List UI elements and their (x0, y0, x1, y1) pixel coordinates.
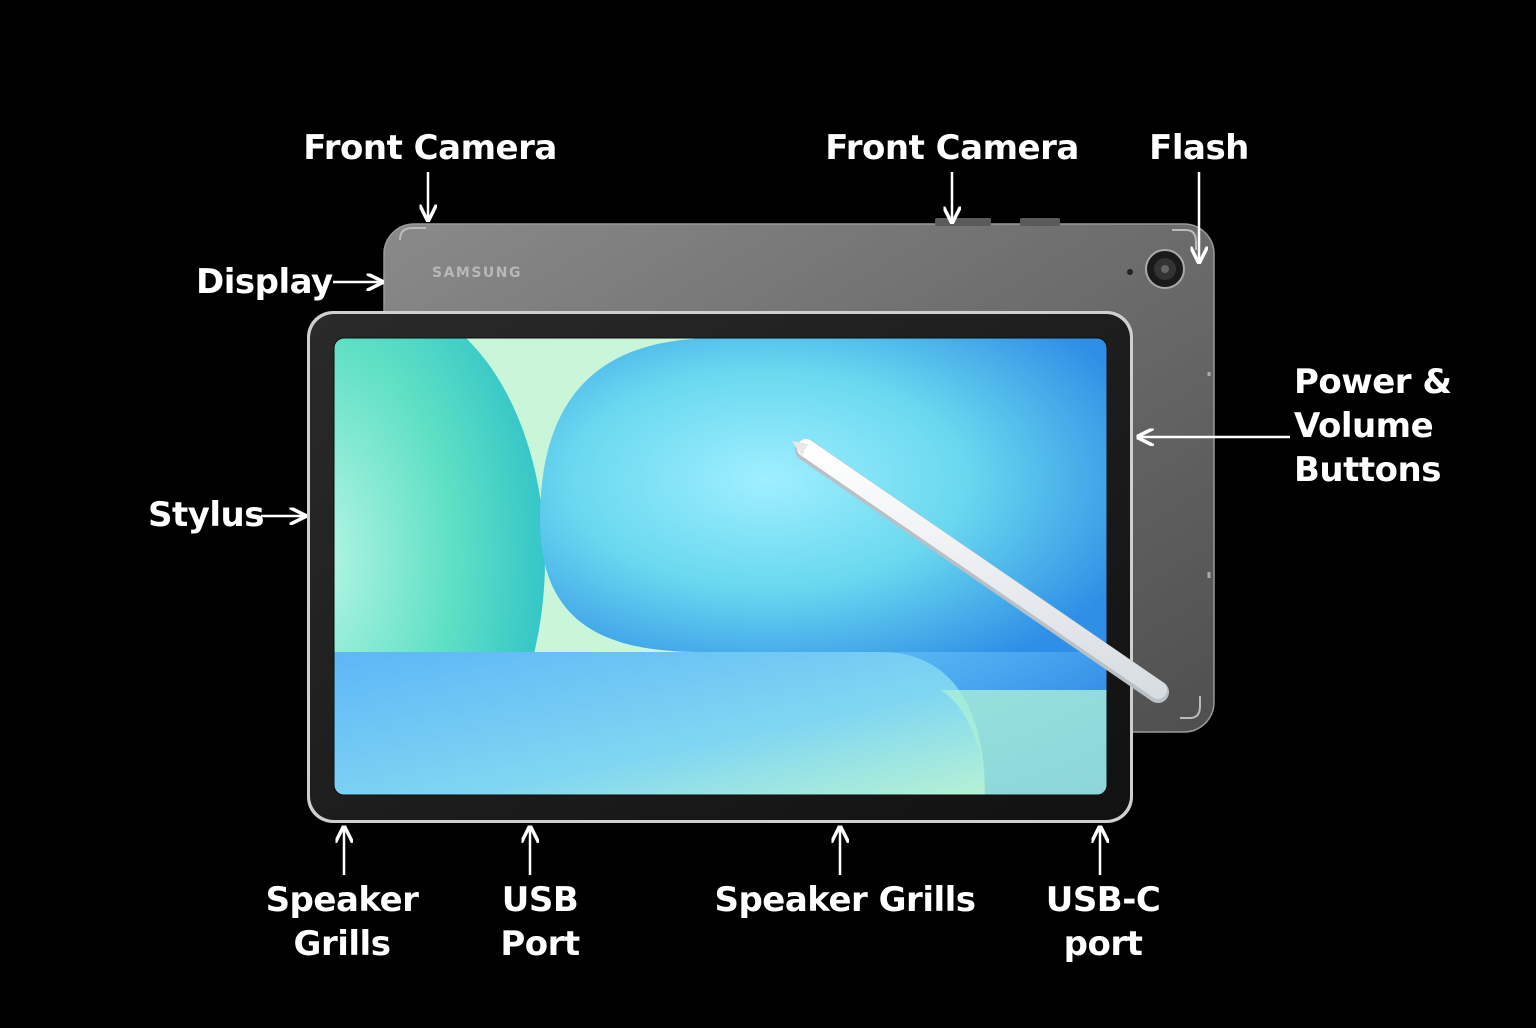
label-line: USB (501, 880, 579, 920)
tablet-front (307, 311, 1133, 823)
antenna-line (1172, 229, 1197, 250)
label-speaker-grills-center: Speaker Grills (714, 880, 976, 920)
label-line: port (1063, 924, 1143, 964)
label-power-volume-buttons: Power & Volume Buttons (1294, 360, 1452, 492)
label-display: Display (196, 262, 333, 302)
label-usb-c-port: USB-C port (1046, 878, 1161, 966)
label-flash: Flash (1149, 128, 1249, 168)
label-line: USB-C (1045, 880, 1161, 920)
label-line: Speaker (265, 880, 419, 920)
label-line: Port (500, 924, 580, 964)
label-line: Power & (1294, 362, 1452, 402)
flash-icon (1127, 269, 1133, 275)
label-line: Grills (293, 924, 391, 964)
label-front-camera-left: Front Camera (303, 128, 557, 168)
antenna-line (399, 227, 426, 241)
label-usb-port: USB Port (500, 878, 580, 966)
callout-arrows (261, 172, 1290, 875)
label-front-camera-right: Front Camera (825, 128, 1079, 168)
label-line: Volume (1294, 406, 1434, 446)
top-button-2 (1020, 218, 1060, 226)
brand-logo: SAMSUNG (432, 265, 522, 281)
stylus-pen (792, 439, 1169, 703)
top-button (935, 218, 991, 226)
label-speaker-grills-left: Speaker Grills (266, 878, 419, 966)
label-stylus: Stylus (148, 495, 265, 535)
rear-camera-icon (1145, 249, 1185, 289)
tablet-screen (334, 338, 1107, 795)
label-line: Buttons (1294, 450, 1441, 490)
antenna-line (1180, 696, 1201, 719)
